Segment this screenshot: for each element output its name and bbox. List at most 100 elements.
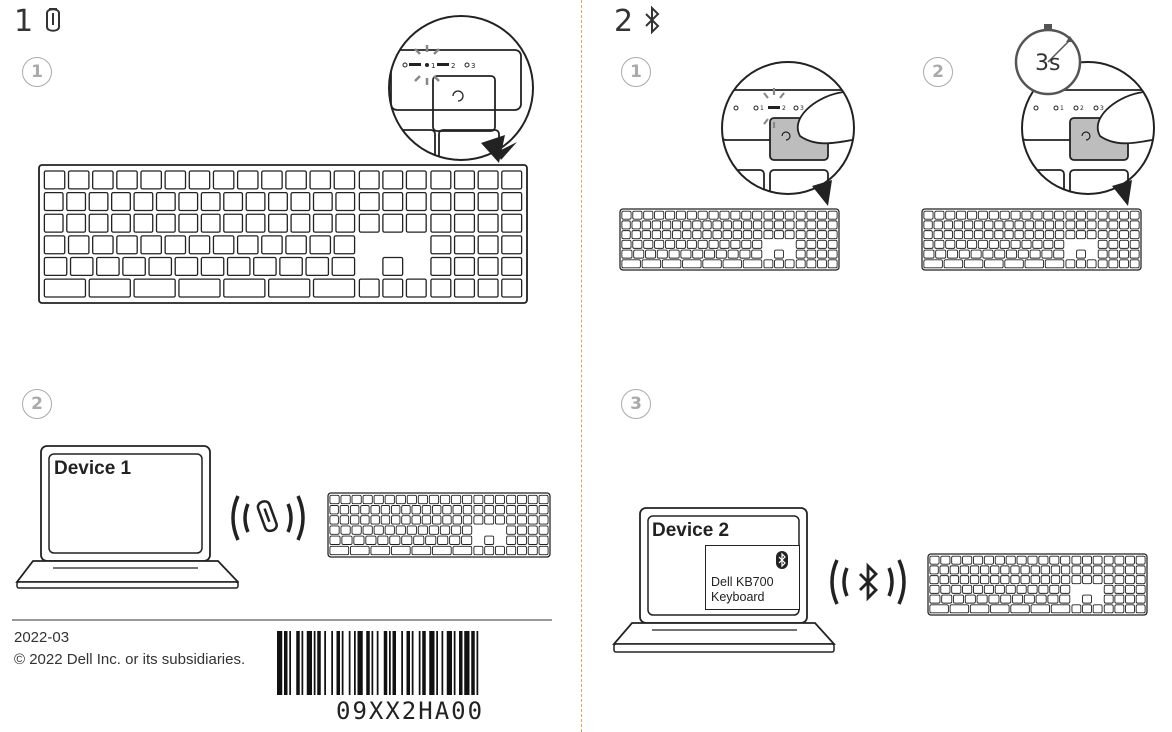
key xyxy=(1040,575,1051,585)
key xyxy=(983,555,994,565)
key xyxy=(1086,259,1097,269)
key xyxy=(116,170,138,190)
key xyxy=(1065,259,1076,269)
key xyxy=(722,230,732,240)
key xyxy=(462,515,473,525)
key xyxy=(645,249,657,259)
key xyxy=(1076,249,1086,259)
key xyxy=(1071,565,1082,575)
key xyxy=(506,494,517,505)
key xyxy=(43,213,64,233)
key xyxy=(763,220,774,230)
key xyxy=(1135,604,1146,614)
key xyxy=(421,505,432,515)
key xyxy=(501,191,523,212)
key xyxy=(806,239,817,249)
key xyxy=(977,239,988,249)
barcode-bar xyxy=(331,631,333,695)
key xyxy=(309,170,332,190)
key xyxy=(827,239,838,249)
key xyxy=(817,259,827,269)
key xyxy=(1076,230,1086,240)
barcode-bar xyxy=(354,631,356,695)
key xyxy=(69,256,94,277)
key xyxy=(1059,594,1071,604)
key xyxy=(506,505,517,515)
key xyxy=(339,505,350,515)
barcode-bar xyxy=(277,631,283,695)
key xyxy=(643,210,654,220)
key xyxy=(682,230,692,240)
key xyxy=(929,575,939,585)
key xyxy=(1054,210,1065,220)
barcode-bar xyxy=(336,631,340,695)
key xyxy=(188,235,211,255)
key xyxy=(516,505,527,515)
key xyxy=(245,191,266,212)
key xyxy=(453,256,476,277)
timer-label: 3s xyxy=(1035,51,1061,76)
key xyxy=(333,235,356,255)
key xyxy=(1092,555,1103,565)
key xyxy=(382,191,404,212)
key xyxy=(453,213,476,233)
key xyxy=(966,210,978,220)
key xyxy=(1086,210,1097,220)
key xyxy=(501,278,523,298)
key xyxy=(1017,249,1029,259)
key xyxy=(963,220,974,230)
key xyxy=(953,594,965,604)
key xyxy=(382,213,404,233)
key xyxy=(1103,604,1114,614)
key xyxy=(983,584,994,594)
barcode-bar xyxy=(341,631,344,695)
key xyxy=(339,515,350,525)
key xyxy=(200,256,225,277)
key xyxy=(477,256,499,277)
dell-universal-receiver-icon xyxy=(45,8,60,32)
key xyxy=(929,555,940,565)
key xyxy=(1000,565,1010,575)
key xyxy=(226,256,251,277)
key xyxy=(430,170,452,190)
key xyxy=(501,170,523,190)
key xyxy=(1024,230,1034,240)
key xyxy=(391,545,411,556)
key xyxy=(963,230,974,240)
key xyxy=(1108,259,1119,269)
key xyxy=(516,525,527,535)
key xyxy=(763,230,774,240)
key xyxy=(430,213,452,233)
key xyxy=(516,515,527,525)
key xyxy=(1020,565,1030,575)
key xyxy=(405,170,427,190)
key xyxy=(178,191,199,212)
key xyxy=(1135,584,1146,594)
key xyxy=(370,545,391,556)
key xyxy=(1044,220,1055,230)
key xyxy=(92,235,114,255)
key xyxy=(1108,220,1119,230)
key xyxy=(122,256,146,277)
key xyxy=(484,535,495,545)
key xyxy=(358,191,380,212)
key xyxy=(692,249,704,259)
key xyxy=(661,230,672,240)
key xyxy=(1082,555,1092,565)
barcode-bar xyxy=(392,631,396,695)
key xyxy=(66,213,87,233)
key xyxy=(245,213,266,233)
key xyxy=(365,535,377,545)
key xyxy=(406,525,417,535)
key xyxy=(461,535,473,545)
key xyxy=(641,230,651,240)
key xyxy=(370,505,380,515)
pairing-popup[interactable]: Dell KB700 Keyboard xyxy=(705,545,800,610)
step-circle-left-2: 2 xyxy=(22,389,52,419)
key xyxy=(651,230,662,240)
key xyxy=(174,256,199,277)
key xyxy=(1119,220,1129,230)
key xyxy=(329,494,340,505)
key xyxy=(1108,249,1119,259)
key xyxy=(1010,575,1020,585)
